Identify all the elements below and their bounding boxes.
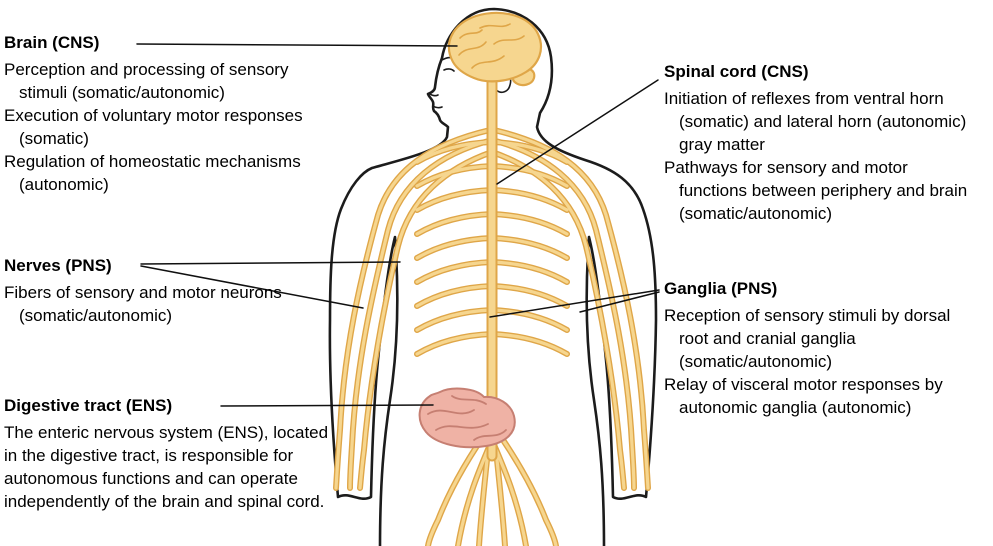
leader-line-digestive — [220, 404, 434, 407]
intestines-illustration — [418, 387, 516, 449]
spinal-cord-item-1: Pathways for sensory and motor functions… — [664, 158, 968, 223]
label-spinal-cord: Spinal cord (CNS) Initiation of reflexes… — [664, 61, 970, 225]
nerves-illustration — [336, 11, 648, 546]
brain-item-0: Perception and processing of sensory sti… — [4, 60, 289, 102]
leader-line-spinal-cord — [496, 79, 659, 185]
brain-item-1: Execution of voluntary motor responses (… — [4, 106, 303, 148]
label-digestive-tract: Digestive tract (ENS) The enteric nervou… — [4, 395, 334, 513]
leader-line-ganglia-2 — [579, 291, 660, 313]
nerves-descriptions: Fibers of sensory and motor neurons (som… — [4, 281, 286, 327]
nerves-item-0: Fibers of sensory and motor neurons (som… — [4, 283, 282, 325]
spinal-cord-heading: Spinal cord (CNS) — [664, 62, 809, 81]
ganglia-item-0: Reception of sensory stimuli by dorsal r… — [664, 306, 951, 371]
brain-item-2: Regulation of homeostatic mechanisms (au… — [4, 152, 301, 194]
intestine-coils — [427, 395, 507, 441]
brain-descriptions: Perception and processing of sensory sti… — [4, 58, 314, 196]
digestive-heading: Digestive tract (ENS) — [4, 396, 173, 415]
label-nerves: Nerves (PNS) Fibers of sensory and motor… — [4, 255, 286, 327]
leader-line-ganglia-1 — [489, 289, 660, 318]
leader-line-brain — [136, 43, 458, 47]
spinal-cord-item-0: Initiation of reflexes from ventral horn… — [664, 89, 967, 154]
brain-heading: Brain (CNS) — [4, 33, 100, 52]
label-ganglia: Ganglia (PNS) Reception of sensory stimu… — [664, 278, 974, 419]
label-brain: Brain (CNS) Perception and processing of… — [4, 32, 314, 196]
brain-gyri — [458, 23, 525, 69]
brain-illustration — [448, 11, 543, 87]
leader-line-nerves-1 — [140, 261, 401, 265]
spinal-cord-descriptions: Initiation of reflexes from ventral horn… — [664, 87, 970, 225]
leader-lines — [136, 43, 660, 407]
leader-line-nerves-2 — [140, 265, 364, 309]
ganglia-descriptions: Reception of sensory stimuli by dorsal r… — [664, 304, 974, 419]
ganglia-heading: Ganglia (PNS) — [664, 279, 778, 298]
ganglia-item-1: Relay of visceral motor responses by aut… — [664, 375, 943, 417]
digestive-descriptions: The enteric nervous system (ENS), locate… — [4, 421, 334, 513]
nerves-heading: Nerves (PNS) — [4, 256, 112, 275]
digestive-item-0: The enteric nervous system (ENS), locate… — [4, 423, 329, 511]
